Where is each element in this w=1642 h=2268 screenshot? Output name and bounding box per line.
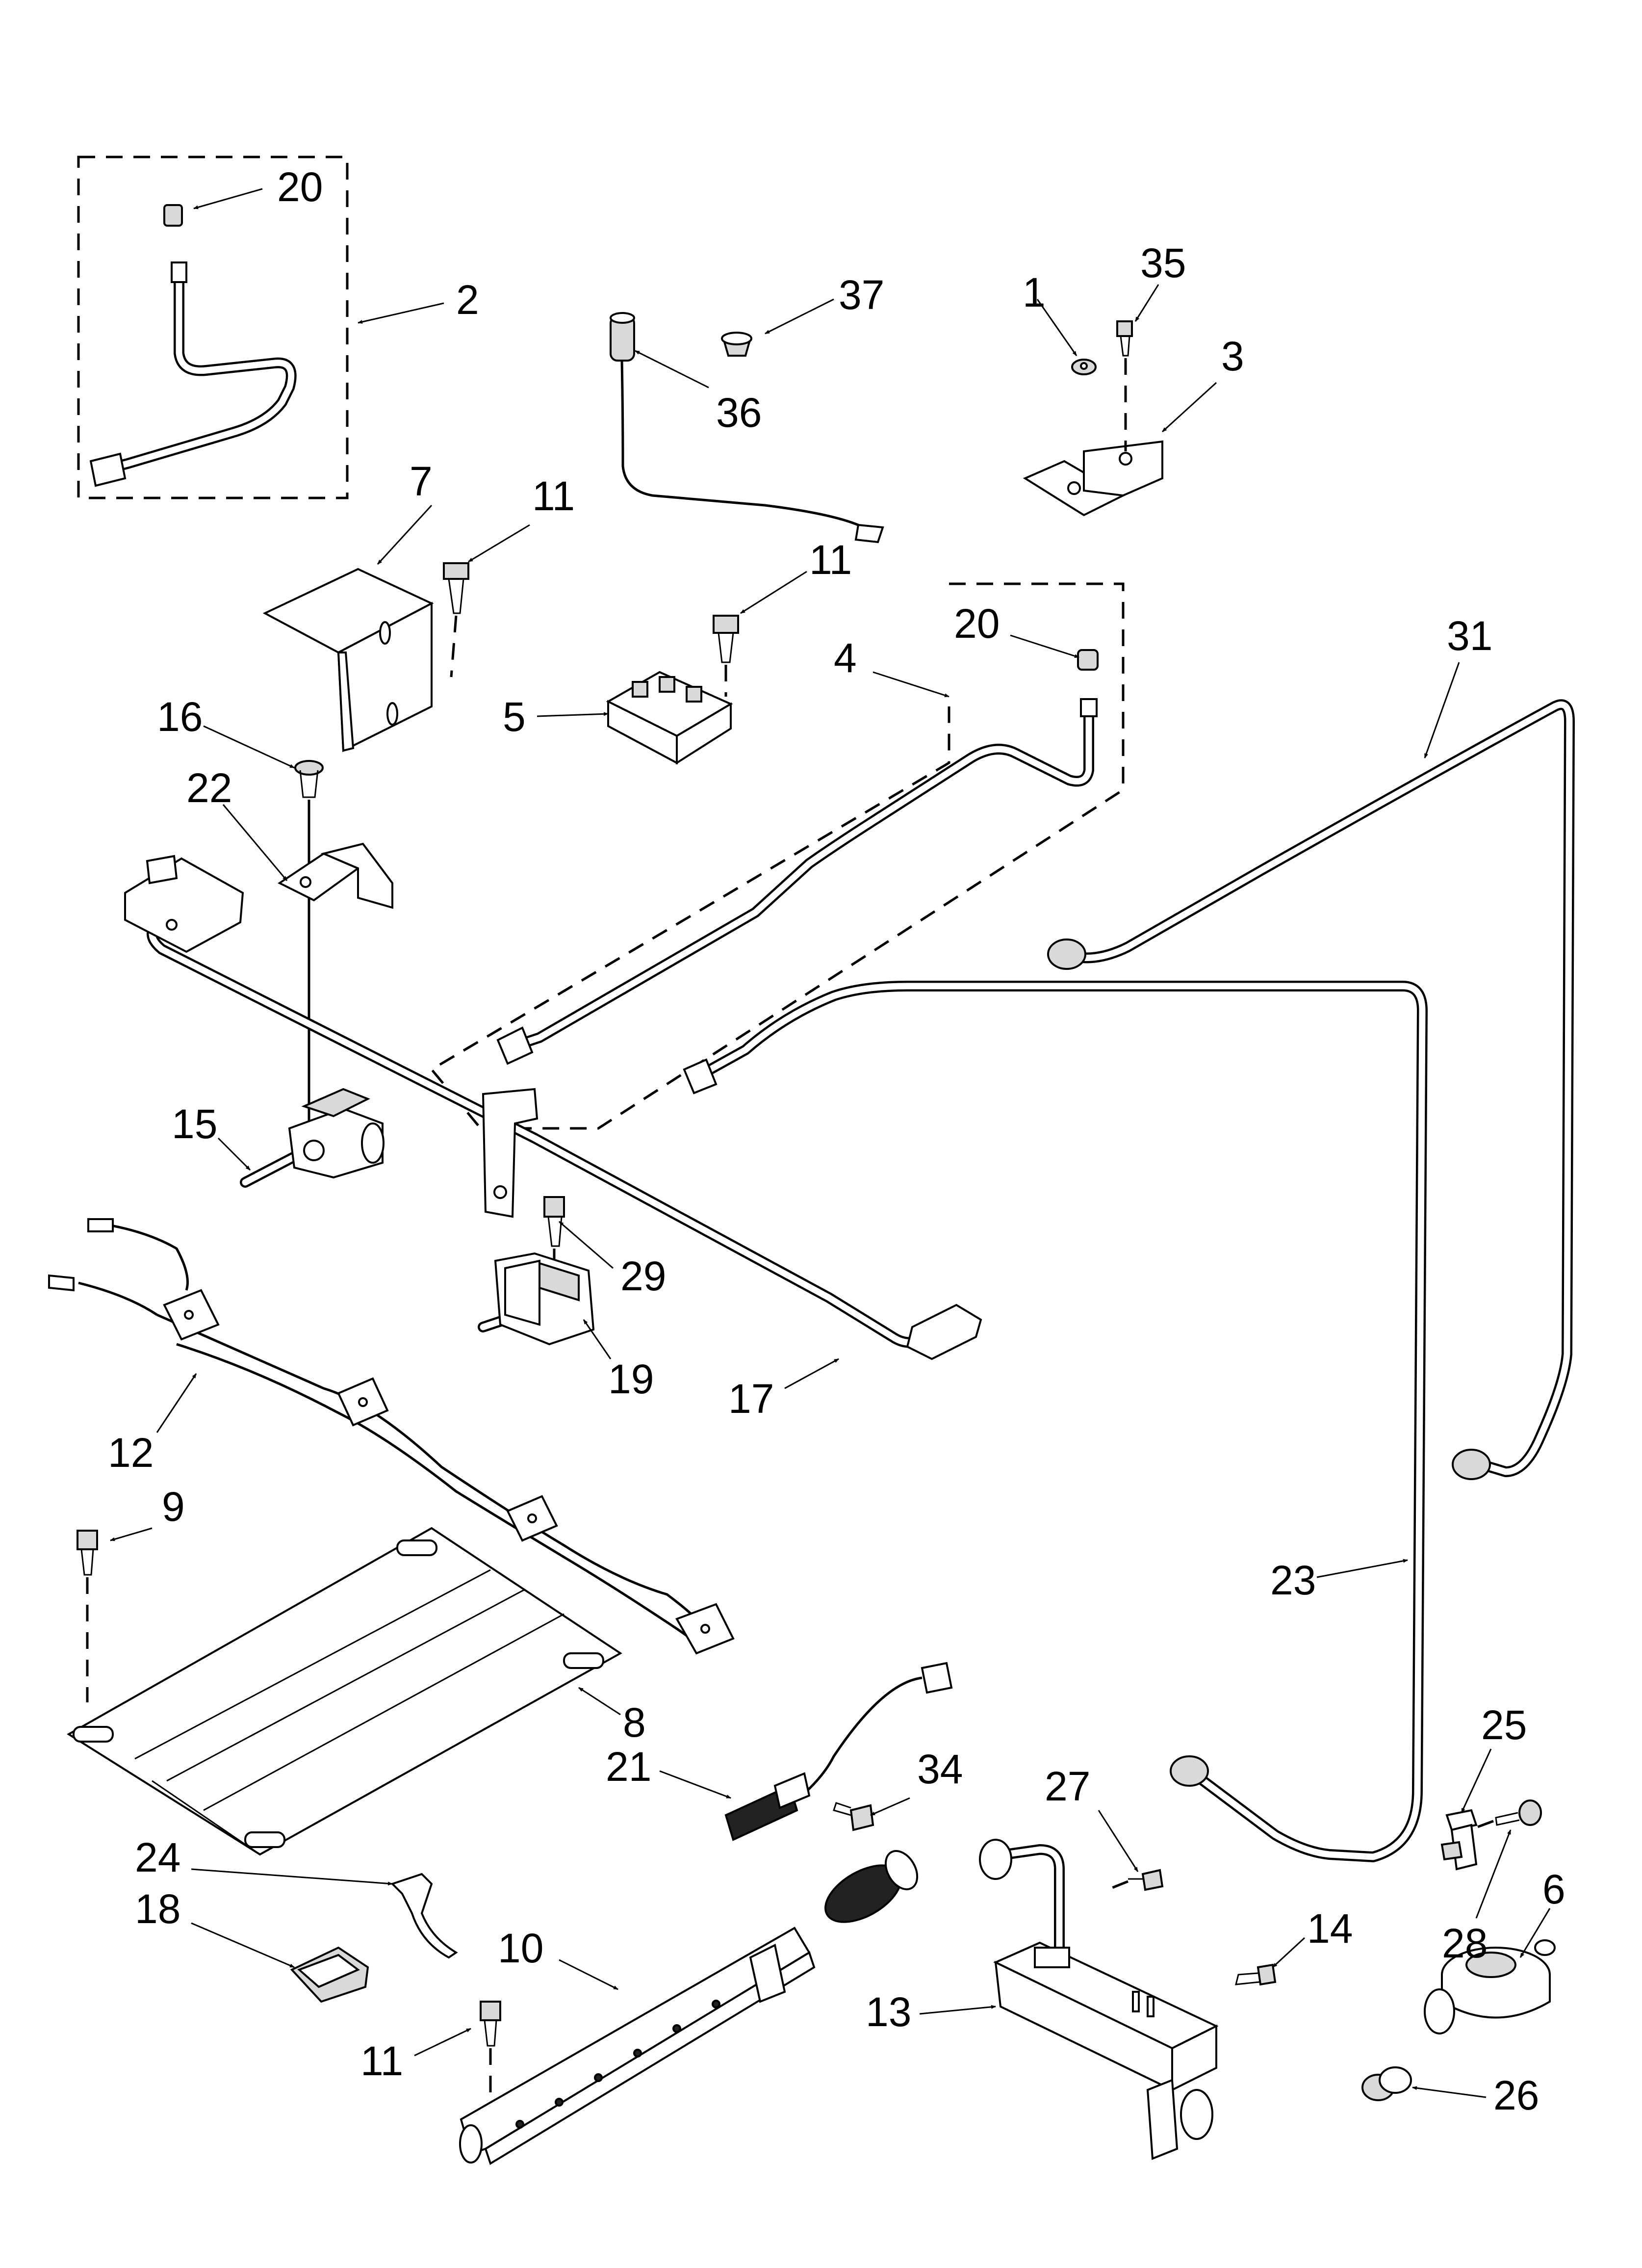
callout-12: 12	[108, 1430, 154, 1476]
callout-15: 15	[172, 1101, 217, 1147]
callout-17: 17	[728, 1376, 774, 1422]
part-4-tube-assembly	[430, 582, 1125, 1130]
part-29-screw	[543, 1196, 565, 1276]
part-11-screw-c	[480, 2001, 501, 2119]
callout-8: 8	[623, 1699, 646, 1746]
callout-1: 1	[1023, 269, 1046, 315]
callout-10: 10	[498, 1925, 543, 1971]
callout-27: 27	[1045, 1763, 1090, 1809]
callout-21: 21	[606, 1744, 651, 1790]
part-1-nut	[1071, 359, 1097, 375]
callout-22: 22	[186, 765, 232, 811]
part-11-screw-a	[443, 562, 469, 678]
callout-labels: 20 2 37 36 1 35 3 7 11 11 20 4 5 31 16 2…	[108, 164, 1565, 2118]
part-5-terminal-block	[606, 671, 733, 765]
callout-26: 26	[1493, 2072, 1539, 2118]
callout-20-mid: 20	[954, 600, 1000, 647]
callout-9: 9	[162, 1484, 185, 1530]
part-8-plate	[67, 1527, 622, 1856]
part-2-tube-assembly	[77, 156, 349, 499]
part-27-screw	[1103, 1869, 1164, 1893]
part-13-valve-assembly	[979, 1839, 1219, 2160]
leader-lines	[110, 188, 1551, 2098]
callout-3: 3	[1221, 333, 1244, 379]
callout-13: 13	[866, 1989, 911, 2035]
part-25-bracket	[1440, 1809, 1478, 1871]
callout-5: 5	[503, 694, 526, 740]
part-14-screw	[1235, 1963, 1277, 1986]
callout-31: 31	[1447, 613, 1492, 659]
part-17-manifold	[124, 855, 982, 1360]
callout-6: 6	[1542, 1866, 1565, 1912]
callout-11-a: 11	[532, 473, 575, 519]
callout-24: 24	[135, 1834, 180, 1880]
part-6-regulator	[1424, 1939, 1556, 2034]
callout-25: 25	[1481, 1702, 1527, 1748]
part-23-tube	[683, 981, 1428, 1862]
part-26-fitting	[1361, 2066, 1412, 2101]
callout-34: 34	[917, 1746, 963, 1792]
part-31-tube	[1047, 699, 1575, 1480]
part-11-screw-b	[713, 615, 739, 697]
part-15-valve	[240, 1088, 385, 1188]
part-16-screw	[294, 760, 324, 1128]
callout-11-c: 11	[360, 2038, 403, 2084]
callout-14: 14	[1307, 1905, 1353, 1952]
part-19-switch	[478, 1252, 595, 1346]
callout-16: 16	[157, 694, 203, 740]
callout-37: 37	[839, 272, 884, 318]
callout-19: 19	[608, 1356, 654, 1402]
part-12-heater	[48, 1218, 735, 1655]
part-22-bracket	[278, 842, 393, 909]
part-34-screw	[833, 1802, 874, 1831]
part-28-screw	[1476, 1799, 1542, 1829]
callout-35: 35	[1140, 240, 1186, 286]
callout-28: 28	[1442, 1920, 1488, 1966]
part-35-screw	[1116, 320, 1133, 451]
part-24-bracket	[390, 1873, 458, 1959]
part-3-bracket	[1023, 440, 1163, 517]
part-18-clip	[290, 1946, 369, 2003]
part-7-cover	[262, 568, 434, 753]
callout-23: 23	[1270, 1557, 1316, 1603]
callout-11-b: 11	[809, 537, 852, 583]
part-21-igniter	[724, 1662, 953, 1841]
callout-2: 2	[456, 277, 479, 323]
part-10-burner	[459, 1850, 919, 2165]
callout-7: 7	[410, 458, 433, 504]
callout-4: 4	[834, 635, 857, 681]
part-37-grommet	[721, 332, 752, 357]
callout-20-top: 20	[277, 164, 323, 210]
callout-36: 36	[716, 390, 762, 436]
callout-18: 18	[135, 1886, 180, 1932]
part-36-oven-sensor	[610, 312, 884, 544]
part-9-screw	[77, 1530, 98, 1702]
callout-29: 29	[620, 1253, 666, 1299]
